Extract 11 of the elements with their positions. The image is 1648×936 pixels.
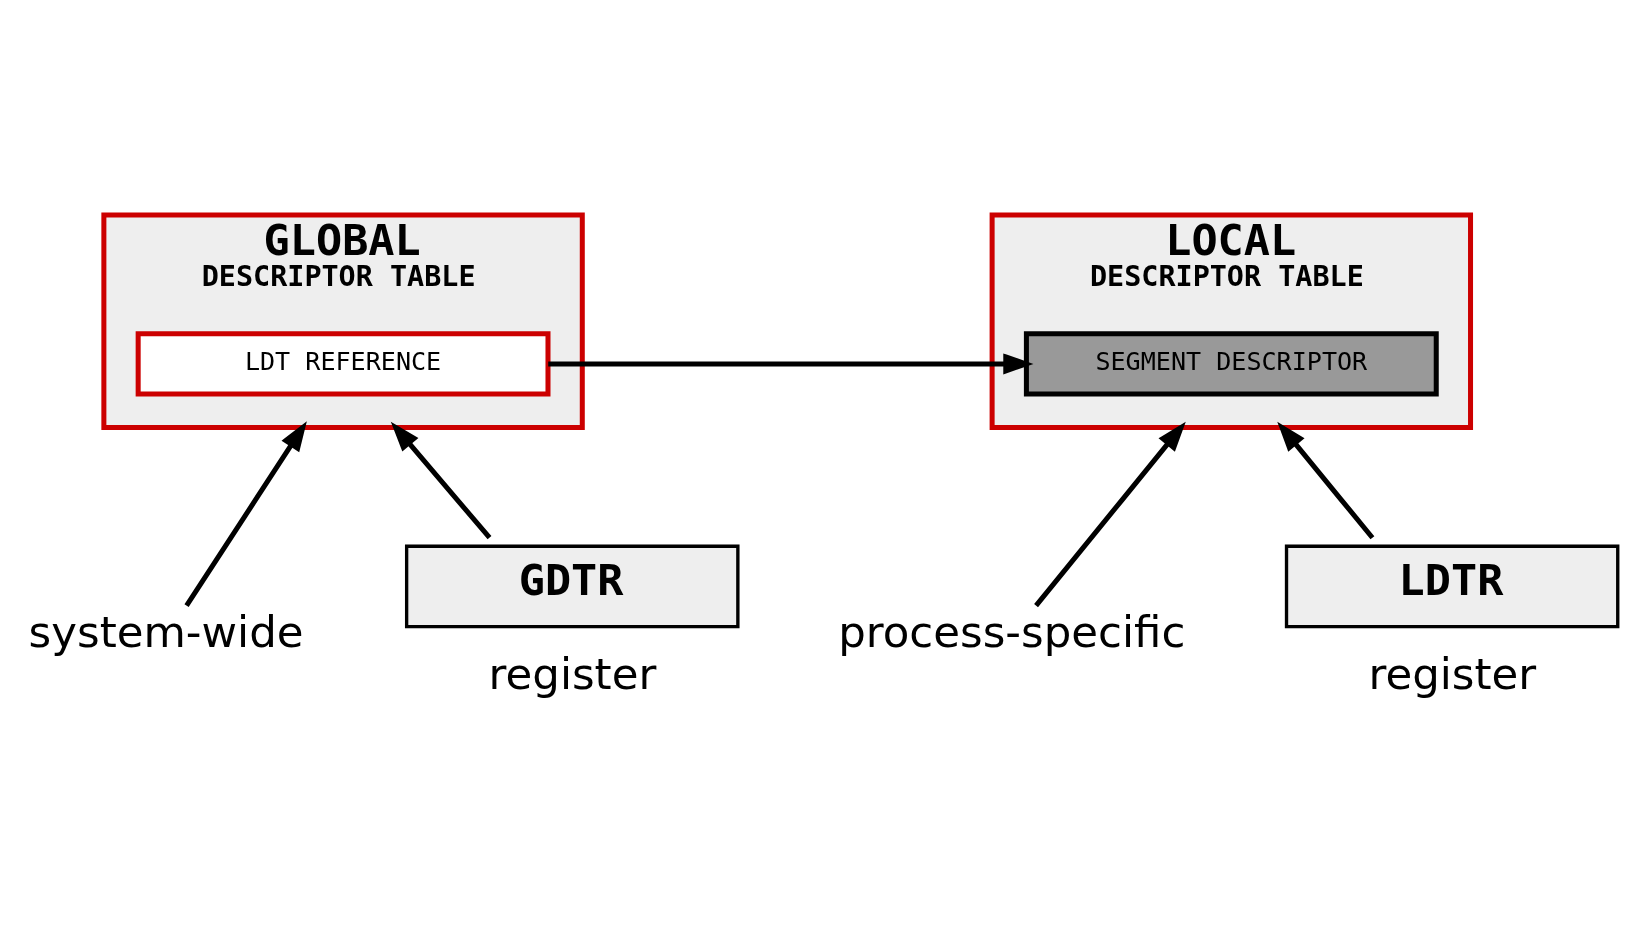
node-label: register <box>488 648 657 699</box>
node-box: SEGMENT DESCRIPTOR <box>1023 330 1439 397</box>
node-text: system-wide <box>28 606 304 657</box>
arrow <box>1277 421 1375 539</box>
node-text: process-specific <box>838 606 1186 657</box>
arrow <box>1034 421 1186 607</box>
node-box: LDT REFERENCE <box>135 330 551 397</box>
arrow <box>184 420 307 607</box>
arrow <box>548 352 1034 374</box>
node-label: register <box>1368 648 1537 699</box>
arrow <box>390 421 492 539</box>
